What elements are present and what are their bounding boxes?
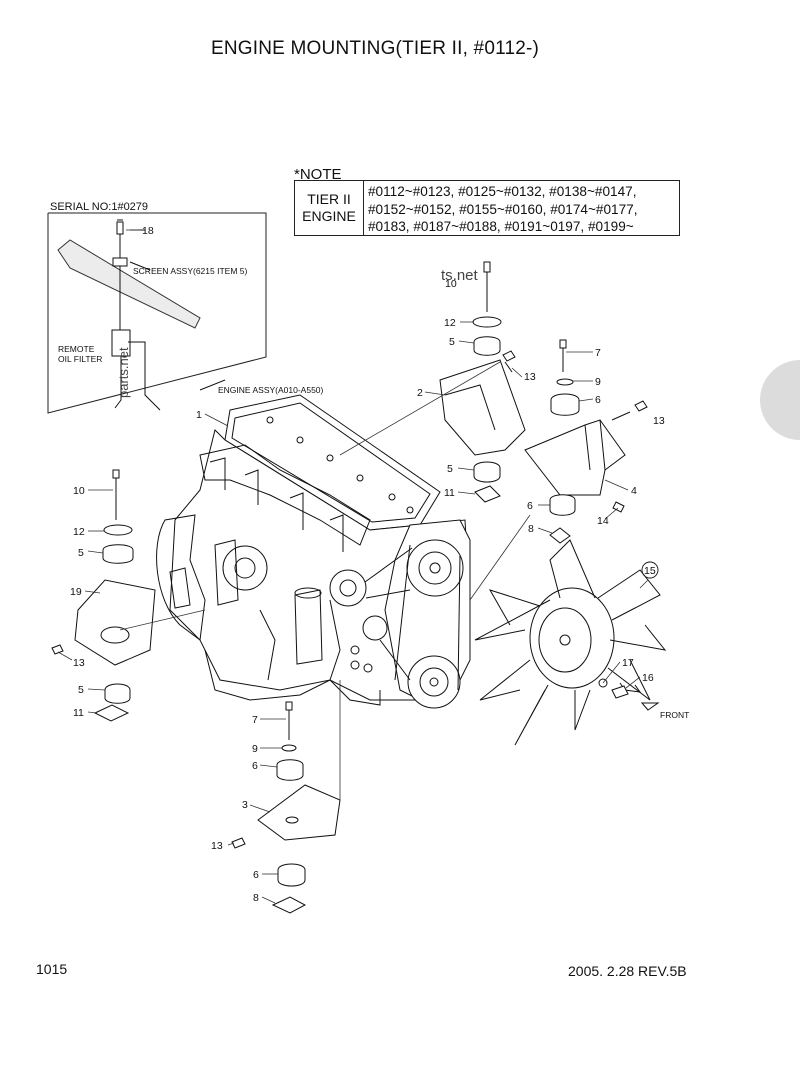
callout-13: 13 [653,415,665,427]
inset-oil-filter-label: OIL FILTER [58,354,102,364]
note-tier-line2: ENGINE [302,208,356,224]
note-serial-row: #0152~#0152, #0155~#0160, #0174~#0177, [368,201,638,217]
callout-9: 9 [252,743,258,755]
callout-18: 18 [142,225,154,237]
callout-6: 6 [527,500,533,512]
inset-engine-assy-label: ENGINE ASSY(A010-A550) [218,385,324,395]
callout-12: 12 [444,317,456,329]
callout-5: 5 [447,463,453,475]
callout-6: 6 [595,394,601,406]
page-title: ENGINE MOUNTING(TIER II, #0112-) [211,38,540,59]
callout-5: 5 [78,684,84,696]
callout-2: 2 [417,387,423,399]
callout-8: 8 [253,892,259,904]
callout-6: 6 [252,760,258,772]
callout-9: 9 [595,376,601,388]
watermark-text: parts.net [116,347,131,398]
revision-date: 2005. 2.28 REV.5B [568,963,687,979]
callout-5: 5 [449,336,455,348]
callout-15: 15 [644,565,656,577]
note-serial-row: #0183, #0187~#0188, #0191~0197, #0199~ [368,219,634,234]
bracket-2-assembly [439,261,526,503]
callout-3: 3 [242,799,248,811]
callout-4: 4 [631,485,637,497]
note-serial-row: #0112~#0123, #0125~#0132, #0138~#0147, [368,184,637,199]
callout-13: 13 [73,657,85,669]
callout-8: 8 [528,523,534,535]
callout-13: 13 [211,840,223,852]
callout-1: 1 [196,409,202,421]
callout-17: 17 [622,657,634,669]
inset-remote-oil-filter [47,212,267,414]
callout-6: 6 [253,869,259,881]
callout-19: 19 [70,586,82,598]
engine-assembly [156,394,471,709]
note-label: *NOTE [294,166,342,183]
watermark-text: ts.net [441,267,479,284]
leader-lines [57,229,649,904]
inset-screen-assy-label: SCREEN ASSY(6215 ITEM 5) [133,266,247,276]
note-table: TIER II ENGINE #0112~#0123, #0125~#0132,… [294,180,680,236]
bracket-3-assembly [231,701,341,914]
callout-12: 12 [73,526,85,538]
left-mount-assembly [51,469,156,722]
callout-10: 10 [445,278,457,290]
inset-serial-label: SERIAL NO:1#0279 [50,201,149,213]
cooling-fan [474,539,667,746]
callout-16: 16 [642,672,654,684]
page-number: 1015 [36,961,68,977]
inset-remote-label: REMOTE [58,344,95,354]
bracket-4-assembly [524,339,648,544]
callout-7: 7 [252,714,258,726]
callout-13: 13 [524,371,536,383]
callout-14: 14 [597,515,609,527]
callout-7: 7 [595,347,601,359]
callout-15-circle [641,561,659,579]
callout-10: 10 [73,485,85,497]
note-tier-line1: TIER II [307,191,351,207]
note-serial-cell: #0112~#0123, #0125~#0132, #0138~#0147, #… [364,181,679,235]
front-direction-label: FRONT [660,710,689,720]
callout-11: 11 [73,707,84,719]
callout-5: 5 [78,547,84,559]
callout-11: 11 [444,487,455,499]
note-tier-cell: TIER II ENGINE [295,181,364,235]
